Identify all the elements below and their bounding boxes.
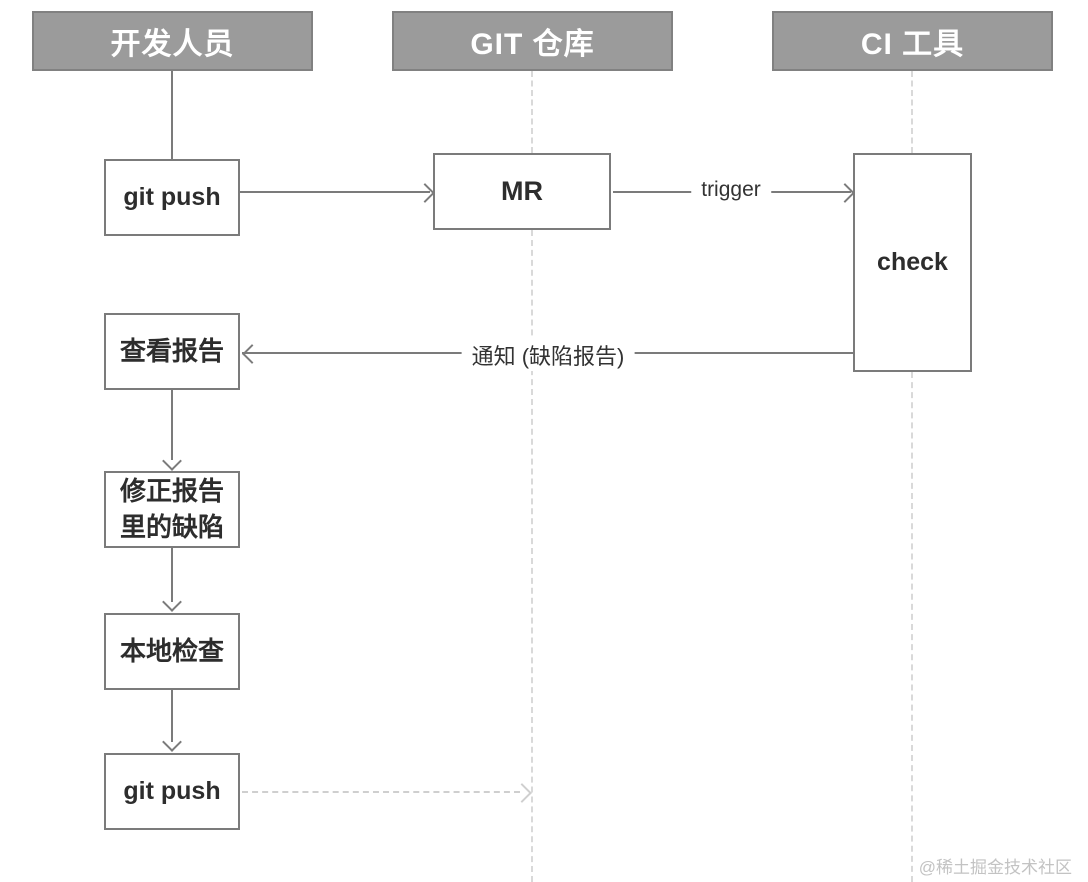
edge-git-push-to-git-repo-dashed [242,791,520,793]
node-check-label: check [877,247,948,276]
lane-header-ci-tool: CI 工具 [772,11,1053,71]
node-git-push-2-label: git push [123,776,221,805]
lane-header-git-repo-label: GIT 仓库 [470,28,595,61]
edge-label-notify: 通知 (缺陷报告) [461,339,635,371]
edge-git-push-to-mr [240,191,430,193]
node-fix-defects: 修正报告 里的缺陷 [104,471,240,548]
node-mr-label: MR [501,176,543,207]
developer-lifeline [171,71,173,159]
edge-local-check-to-git-push [171,690,173,742]
arrowhead-right-icon [512,783,532,803]
arrowhead-down-icon [162,732,182,752]
ci-tool-lifeline-upper [911,71,913,153]
git-repo-lifeline-upper [531,71,533,153]
node-mr: MR [433,153,611,230]
lane-header-developer-label: 开发人员 [110,28,235,61]
node-view-report: 查看报告 [104,313,240,390]
edge-label-trigger: trigger [691,178,771,202]
node-fix-defects-label: 修正报告 里的缺陷 [119,476,224,542]
node-git-push-1-label: git push [123,182,221,211]
watermark-text: @稀土掘金技术社区 [918,858,1072,877]
node-git-push-2: git push [104,753,240,830]
edge-view-report-to-fix-defects [171,390,173,460]
arrowhead-right-icon [835,183,855,203]
arrowhead-left-icon [242,344,262,364]
edge-fix-defects-to-local-check [171,548,173,602]
arrowhead-down-icon [162,451,182,471]
arrowhead-down-icon [162,592,182,612]
lane-header-git-repo: GIT 仓库 [392,11,673,71]
node-local-check: 本地检查 [104,613,240,690]
arrowhead-right-icon [415,183,435,203]
node-view-report-label: 查看报告 [119,335,224,366]
lane-header-ci-tool-label: CI 工具 [860,28,965,61]
git-repo-lifeline-lower [531,230,533,882]
ci-tool-lifeline-lower [911,372,913,882]
node-check: check [853,153,972,372]
node-local-check-label: 本地检查 [119,635,224,666]
node-git-push-1: git push [104,159,240,236]
lane-header-developer: 开发人员 [32,11,313,71]
